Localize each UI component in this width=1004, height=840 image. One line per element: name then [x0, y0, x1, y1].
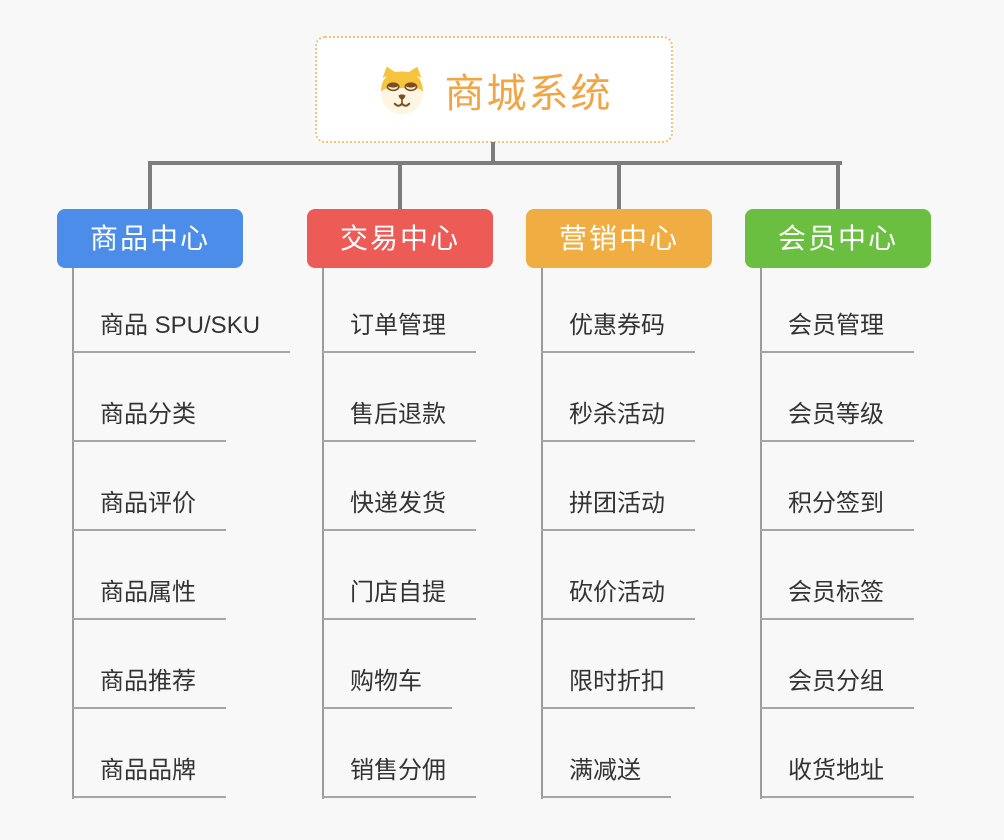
leaf-node[interactable]: 会员等级 [760, 399, 914, 442]
branch-header-products[interactable]: 商品中心 [57, 209, 243, 268]
leaf-node[interactable]: 会员分组 [760, 666, 914, 709]
connector-drop-4 [836, 163, 840, 211]
leaf-node[interactable]: 秒杀活动 [541, 399, 695, 442]
branch-column-products: 商品中心 商品 SPU/SKU 商品分类 商品评价 商品属性 商品推荐 商品品牌 [57, 209, 291, 799]
leaf-node[interactable]: 满减送 [541, 755, 671, 798]
leaf-node[interactable]: 会员管理 [760, 310, 914, 353]
root-node[interactable]: 商城系统 [315, 36, 673, 143]
leaf-node[interactable]: 商品 SPU/SKU [72, 310, 291, 353]
leaf-node[interactable]: 砍价活动 [541, 577, 695, 620]
leaf-node[interactable]: 商品分类 [72, 399, 226, 442]
leaf-node[interactable]: 售后退款 [322, 399, 476, 442]
leaf-node[interactable]: 商品品牌 [72, 755, 226, 798]
leaf-node[interactable]: 优惠券码 [541, 310, 695, 353]
branch-header-members[interactable]: 会员中心 [745, 209, 931, 268]
leaf-node[interactable]: 购物车 [322, 666, 452, 709]
branch-items: 优惠券码 秒杀活动 拼团活动 砍价活动 限时折扣 满减送 [526, 310, 712, 798]
leaf-node[interactable]: 积分签到 [760, 488, 914, 531]
branch-connector-line [760, 268, 762, 799]
leaf-node[interactable]: 商品属性 [72, 577, 226, 620]
connector-rail [148, 161, 842, 165]
branch-connector-line [322, 268, 324, 799]
branch-column-marketing: 营销中心 优惠券码 秒杀活动 拼团活动 砍价活动 限时折扣 满减送 [526, 209, 712, 799]
root-title: 商城系统 [444, 71, 613, 116]
branch-connector-line [72, 268, 74, 799]
dog-face-icon [380, 66, 423, 114]
connector-drop-1 [148, 163, 152, 211]
branch-header-trade[interactable]: 交易中心 [307, 209, 493, 268]
leaf-node[interactable]: 商品推荐 [72, 666, 226, 709]
leaf-node[interactable]: 收货地址 [760, 755, 914, 798]
branch-items: 订单管理 售后退款 快递发货 门店自提 购物车 销售分佣 [307, 310, 493, 798]
leaf-node[interactable]: 订单管理 [322, 310, 476, 353]
branch-items: 会员管理 会员等级 积分签到 会员标签 会员分组 收货地址 [745, 310, 931, 798]
leaf-node[interactable]: 限时折扣 [541, 666, 695, 709]
connector-drop-3 [617, 163, 621, 211]
connector-drop-2 [398, 163, 402, 211]
branch-header-marketing[interactable]: 营销中心 [526, 209, 712, 268]
branch-connector-line [541, 268, 543, 799]
root-stub-connector [491, 142, 495, 165]
branch-column-members: 会员中心 会员管理 会员等级 积分签到 会员标签 会员分组 收货地址 [745, 209, 931, 799]
leaf-node[interactable]: 销售分佣 [322, 755, 476, 798]
leaf-node[interactable]: 门店自提 [322, 577, 476, 620]
branch-column-trade: 交易中心 订单管理 售后退款 快递发货 门店自提 购物车 销售分佣 [307, 209, 493, 799]
leaf-node[interactable]: 快递发货 [322, 488, 476, 531]
leaf-node[interactable]: 拼团活动 [541, 488, 695, 531]
branch-items: 商品 SPU/SKU 商品分类 商品评价 商品属性 商品推荐 商品品牌 [57, 310, 291, 798]
leaf-node[interactable]: 会员标签 [760, 577, 914, 620]
leaf-node[interactable]: 商品评价 [72, 488, 226, 531]
